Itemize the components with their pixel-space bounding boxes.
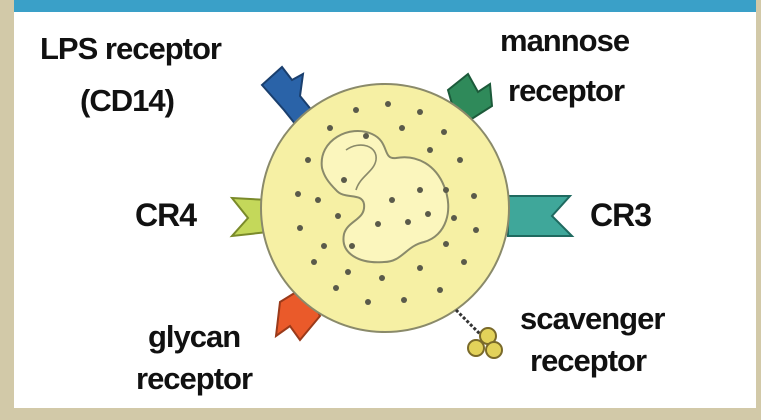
cr3-label: CR3 (590, 196, 651, 234)
cr3-receptor (508, 196, 572, 236)
scavenger-receptor-sublabel: receptor (530, 342, 646, 380)
mannose-receptor-sublabel: receptor (508, 72, 624, 110)
lps-receptor-sublabel: (CD14) (80, 82, 174, 120)
mannose-receptor-label: mannose (500, 22, 629, 60)
glycan-receptor-label: glycan (148, 318, 240, 356)
glycan-receptor-sublabel: receptor (136, 360, 252, 398)
cr4-label: CR4 (135, 196, 196, 234)
top-border (14, 0, 756, 12)
scavenger-receptor (456, 310, 502, 358)
scavenger-receptor-label: scavenger (520, 300, 664, 338)
lps-receptor-label: LPS receptor (40, 30, 221, 68)
